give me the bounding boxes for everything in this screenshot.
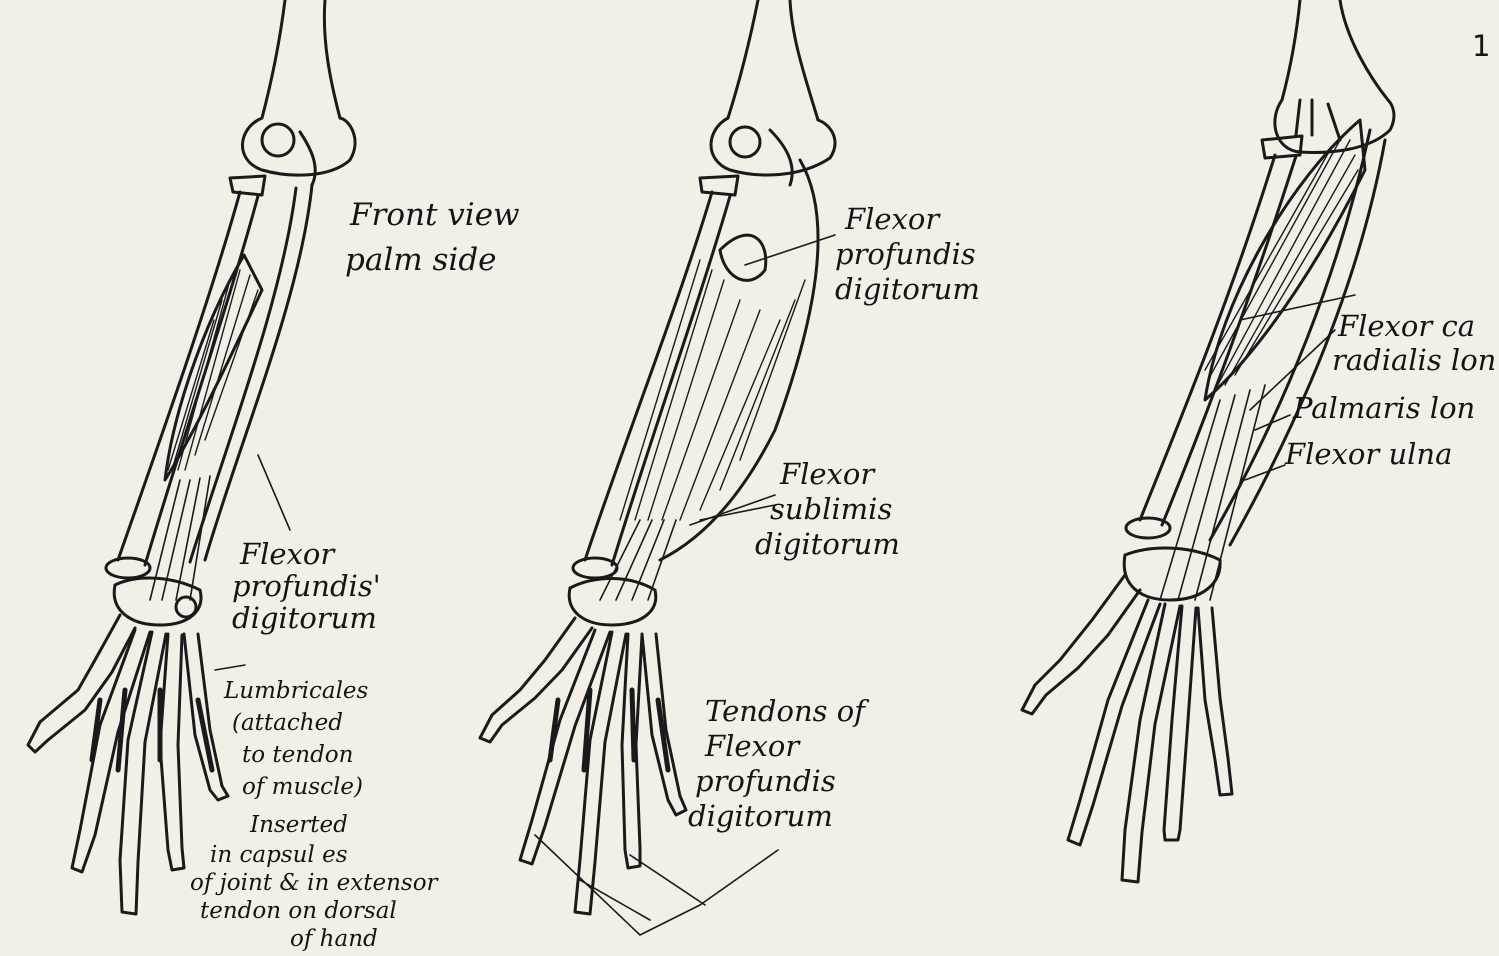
front-view-title: Front view [350,200,520,231]
label-flexor-profundis-middle: Flexor [845,205,939,234]
label-inserted: tendon on dorsal [200,900,397,923]
label-flexor-carpi-radialis: radialis lon [1332,346,1496,375]
label-palmaris-longus: Palmaris lon [1293,394,1475,423]
label-flexor-profundis-left: Flexor [240,540,334,569]
label-inserted: of hand [290,928,378,951]
label-inserted: in capsul es [210,844,348,867]
label-tendons-flexor-profundis: profundis [695,767,836,796]
label-flexor-ulnaris: Flexor ulna [1285,440,1452,469]
label-tendons-flexor-profundis: Tendons of [705,697,865,726]
label-lumbricales: Lumbricales [224,680,368,703]
label-flexor-carpi-radialis: Flexor ca [1338,312,1475,341]
label-flexor-sublimis: sublimis [770,495,892,524]
label-flexor-sublimis: digitorum [755,530,900,559]
label-flexor-profundis-middle: profundis [835,240,976,269]
label-lumbricales: of muscle) [242,776,363,799]
label-flexor-profundis-left: profundis' [232,572,381,601]
label-tendons-flexor-profundis: digitorum [688,802,833,831]
label-tendons-flexor-profundis: Flexor [705,732,799,761]
palm-side-subtitle: palm side [345,245,497,276]
page-number: 1 [1472,32,1490,61]
label-flexor-profundis-middle: digitorum [835,275,980,304]
label-inserted: of joint & in extensor [190,872,438,895]
label-lumbricales: to tendon [242,744,353,767]
label-flexor-profundis-left: digitorum [232,604,377,633]
label-lumbricales: (attached [232,712,343,735]
label-inserted: Inserted [250,814,348,837]
label-flexor-sublimis: Flexor [780,460,874,489]
